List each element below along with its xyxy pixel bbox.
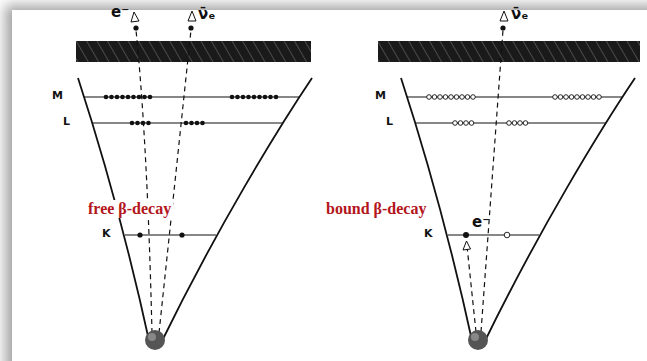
antineutrino-track bbox=[481, 30, 503, 332]
shell-line bbox=[448, 234, 539, 235]
shell-label: M bbox=[52, 90, 63, 102]
shell-label: L bbox=[63, 116, 70, 128]
empty-states bbox=[427, 95, 602, 238]
potential-wall bbox=[483, 78, 635, 345]
arrow-head bbox=[131, 12, 139, 22]
electron-track bbox=[467, 246, 476, 332]
electron-dot bbox=[133, 25, 138, 30]
panel-caption: bound β-decay bbox=[324, 200, 428, 218]
nucleus bbox=[145, 330, 165, 350]
bound-decay-panel bbox=[378, 11, 640, 350]
continuum-bar bbox=[76, 41, 311, 62]
potential-wall bbox=[160, 78, 312, 345]
slide-card bbox=[12, 10, 647, 361]
nucleus bbox=[468, 330, 488, 350]
free-decay-panel bbox=[76, 11, 312, 350]
arrow-head bbox=[463, 241, 471, 250]
electron-label: e⁻ bbox=[472, 214, 490, 231]
shell-label: L bbox=[386, 116, 393, 128]
shell-label: K bbox=[102, 228, 111, 240]
antineutrino-dot bbox=[500, 25, 505, 30]
electron-label: e⁻ bbox=[111, 4, 129, 21]
shell-label: K bbox=[424, 228, 433, 240]
antineutrino-track bbox=[159, 30, 191, 333]
panel-caption: free β-decay bbox=[86, 200, 173, 218]
antineutrino-dot bbox=[188, 25, 193, 30]
nucleus-shade bbox=[471, 333, 479, 341]
antineutrino-label: ν̄ₑ bbox=[511, 6, 528, 23]
antineutrino-label: ν̄ₑ bbox=[198, 6, 215, 23]
continuum-bar bbox=[378, 41, 640, 62]
electron-track bbox=[136, 30, 152, 333]
arrow-head bbox=[188, 11, 196, 21]
arrow-head bbox=[500, 11, 508, 21]
nucleus-shade bbox=[148, 333, 156, 341]
shell-label: M bbox=[375, 90, 386, 102]
bound-electron bbox=[463, 232, 469, 238]
